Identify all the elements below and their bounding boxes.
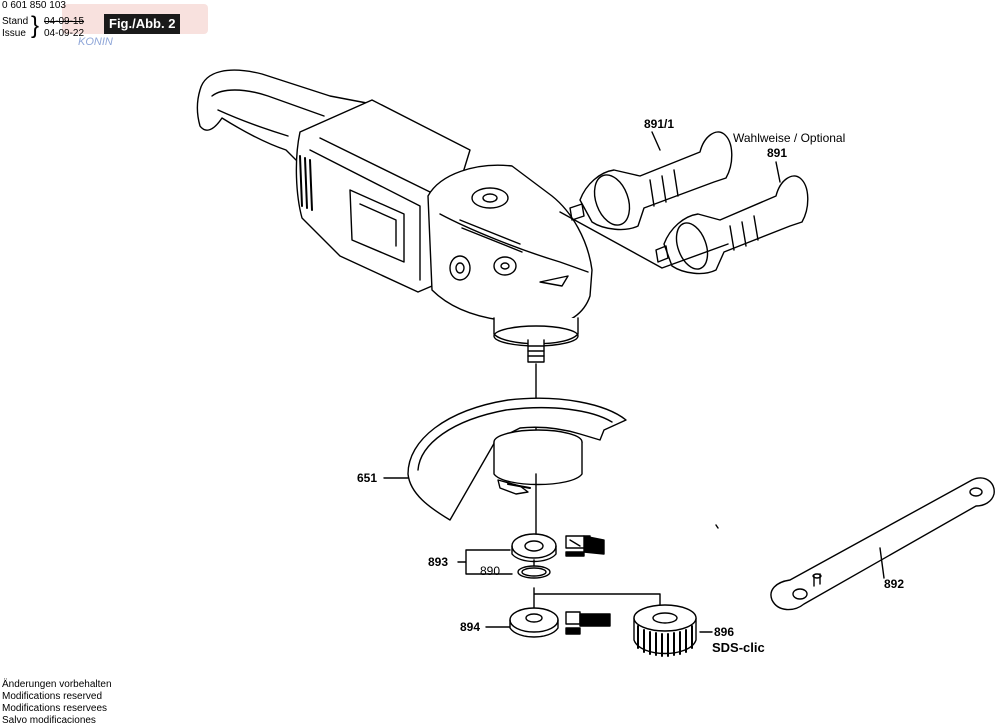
callout-894: 894 [460,620,481,634]
callout-893: 893 [428,555,449,569]
footer-line-es: Salvo modificaciones [2,715,96,726]
callout-896: 896 [714,625,735,639]
issue-label: Issue [2,28,26,39]
sds-clic-nut-896-illustration [633,604,697,657]
nut-orientation-icon [565,611,611,635]
clamping-nut-894-illustration [509,607,559,638]
part-number: 0 601 850 103 [2,0,66,11]
stand-label: Stand [2,16,29,27]
callout-890: 890 [480,564,501,578]
issue-date: 04-09-22 [44,28,85,39]
mounting-flange-893-illustration [511,533,557,579]
callout-891-1: 891/1 [644,117,675,131]
handle-leader-line [559,211,729,269]
flange-orientation-icon [565,535,605,557]
brace-icon: } [31,12,40,39]
wheel-guard-651-illustration [407,397,627,521]
auxiliary-handle-891-1-illustration [569,131,733,231]
footer-line-en: Modifications reserved [2,691,103,702]
auxiliary-handle-891-illustration [655,175,809,275]
two-pin-spanner-892-illustration [770,477,995,611]
stand-date: 04-09-15 [44,16,85,27]
callout-892: 892 [884,577,905,591]
angle-grinder-illustration [196,69,593,363]
callout-891: 891 [767,146,788,160]
callout-sds-clic: SDS-clic [712,640,765,655]
footer-line-fr: Modifications reservees [2,703,108,714]
callout-651: 651 [357,471,378,485]
figure-label: Fig./Abb. 2 [104,14,181,34]
watermark-text: KONIN [78,36,113,48]
optional-note: Wahlweise / Optional [733,131,846,145]
footer-line-de: Änderungen vorbehalten [2,679,112,690]
